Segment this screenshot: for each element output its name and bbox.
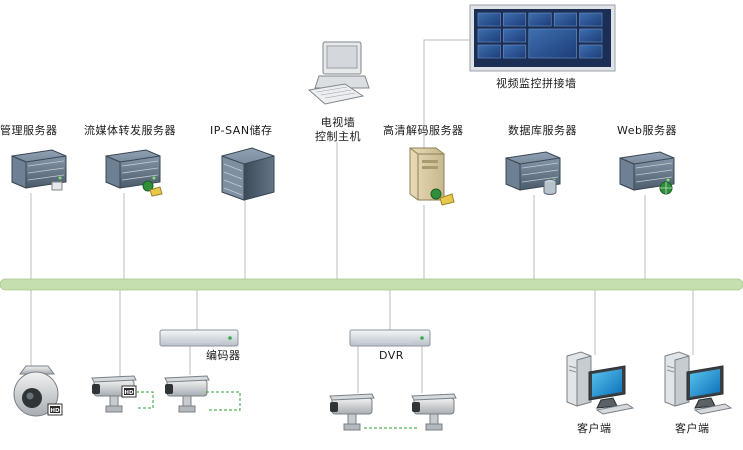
dvr-label: DVR xyxy=(379,349,404,362)
video-wall-label: 视频监控拼接墙 xyxy=(496,77,577,90)
rack-server-network-icon xyxy=(105,149,163,197)
client-label-2: 客户端 xyxy=(675,422,710,435)
dashed-links xyxy=(136,391,418,429)
storage-array-icon xyxy=(221,147,275,201)
video-wall-icon xyxy=(469,4,616,72)
dashed-link-encoder-camera xyxy=(206,391,241,411)
server-label-decoder: 高清解码服务器 xyxy=(383,124,464,137)
network-bus xyxy=(0,278,743,291)
bullet-camera-icon xyxy=(329,393,375,431)
dashed-link-hd-camera xyxy=(136,391,154,409)
bullet-camera-icon: HD xyxy=(91,375,137,413)
camera-group: HD HD xyxy=(13,365,457,431)
server-label-database: 数据库服务器 xyxy=(508,124,577,137)
encoder-label: 编码器 xyxy=(206,349,241,362)
bullet-camera-icon xyxy=(164,375,210,413)
link-decoder-to-wall xyxy=(423,39,470,150)
bullet-camera-icon xyxy=(411,393,457,431)
control-host-label-line2: 控制主机 xyxy=(315,130,361,143)
web-server-icon xyxy=(619,151,675,195)
database-server-icon xyxy=(505,151,561,195)
dvr-device-icon xyxy=(349,329,431,347)
client-computer-icon xyxy=(566,351,635,415)
server-label-web: Web服务器 xyxy=(617,124,677,137)
encoder-device-icon xyxy=(159,329,239,347)
tower-server-icon xyxy=(409,147,455,206)
server-label-ip-san: IP-SAN储存 xyxy=(210,124,273,137)
client-label-1: 客户端 xyxy=(577,422,612,435)
client-group xyxy=(566,351,733,415)
client-computer-icon xyxy=(664,351,733,415)
rack-server-icon xyxy=(11,149,67,191)
server-label-management: 管理服务器 xyxy=(0,124,58,137)
control-host-label-line1: 电视墙 xyxy=(320,116,356,129)
server-label-streaming: 流媒体转发服务器 xyxy=(84,124,176,137)
server-row xyxy=(11,147,675,206)
connector-lines xyxy=(30,39,694,393)
hd-badge: HD xyxy=(50,408,60,414)
hd-badge: HD xyxy=(124,390,134,396)
desktop-computer-icon xyxy=(307,41,370,105)
dome-camera-icon: HD xyxy=(13,365,63,417)
